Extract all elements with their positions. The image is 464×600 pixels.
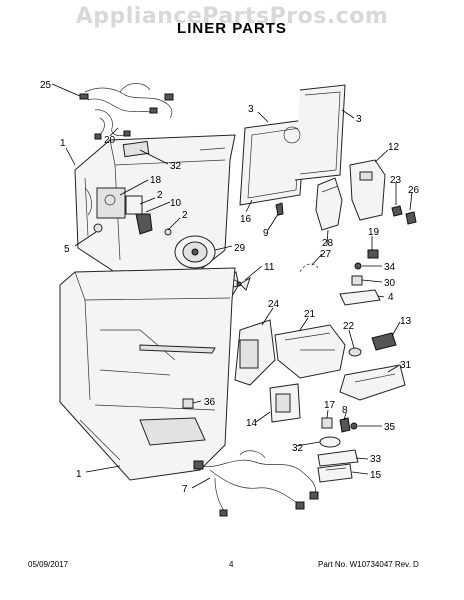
callout-17: 17 [324,400,336,411]
callout-20: 20 [104,135,116,146]
callout-18: 18 [150,175,162,186]
leader-lines [51,83,413,489]
page-title: LINER PARTS [177,20,287,37]
callout-labels: 25 1 20 32 18 2 10 2 5 29 3 3 12 23 26 1… [40,80,420,495]
clip-23-26 [391,205,417,225]
callout-27: 27 [320,249,332,260]
callout-10: 10 [170,198,182,209]
callout-36: 36 [204,397,216,408]
valve-assembly [339,262,381,306]
wire-27 [299,263,319,273]
callout-16: 16 [240,214,252,225]
callout-2-a: 2 [157,190,163,201]
callout-12: 12 [388,142,400,153]
callout-34: 34 [384,262,396,273]
fasteners-17-8-35 [321,417,358,433]
callout-25: 25 [40,80,52,91]
callout-32-upper: 32 [170,161,182,172]
watermark: AppliancePartsPros.com [75,4,389,29]
callout-8: 8 [342,405,348,416]
callout-2-b: 2 [182,210,188,221]
callout-21: 21 [304,309,316,320]
callout-7: 7 [182,484,188,495]
callout-13: 13 [400,316,412,327]
wire-harness-top [79,83,174,140]
callout-5: 5 [64,244,70,255]
switch-13 [371,332,397,351]
part-28 [315,177,343,231]
callout-29: 29 [234,243,246,254]
callout-14: 14 [246,418,258,429]
fan-shroud [174,235,216,269]
footer-date: 05/09/2017 [28,560,69,569]
panel-14 [269,383,301,423]
callout-9: 9 [263,228,269,239]
page-footer: 05/09/2017 4 Part No. W10734047 Rev. D [0,560,464,576]
gasket-22 [348,347,362,357]
footer-page-number: 4 [229,560,234,569]
frame-gasket [239,84,346,206]
callout-1-upper: 1 [60,138,66,149]
callout-11: 11 [264,262,275,273]
dispenser-housing [234,319,346,386]
callout-23: 23 [390,175,402,186]
callout-35: 35 [384,422,396,433]
lower-liner [59,267,236,481]
callout-3-a: 3 [248,104,254,115]
callout-19: 19 [368,227,380,238]
callout-30: 30 [384,278,396,289]
callout-15: 15 [370,470,382,481]
part-19 [367,249,379,259]
trays-33-15 [317,449,359,483]
bracket-36 [182,398,194,409]
control-assembly [84,187,172,236]
callout-24: 24 [268,299,280,310]
part-12 [349,159,386,221]
callout-3-b: 3 [356,114,362,125]
screw-9 [275,202,284,216]
bracket-31 [339,364,406,401]
footer-part-number: Part No. W10734047 Rev. D [318,560,419,569]
callout-28: 28 [322,238,334,249]
callout-22: 22 [343,321,355,332]
callout-33: 33 [370,454,382,465]
wire-harness-bottom [193,450,319,517]
part-32-lower [319,436,341,448]
callout-31: 31 [400,360,412,371]
callout-32-lower: 32 [292,443,304,454]
callout-1-lower: 1 [76,469,82,480]
callout-4: 4 [388,292,394,303]
callout-26: 26 [408,185,420,196]
